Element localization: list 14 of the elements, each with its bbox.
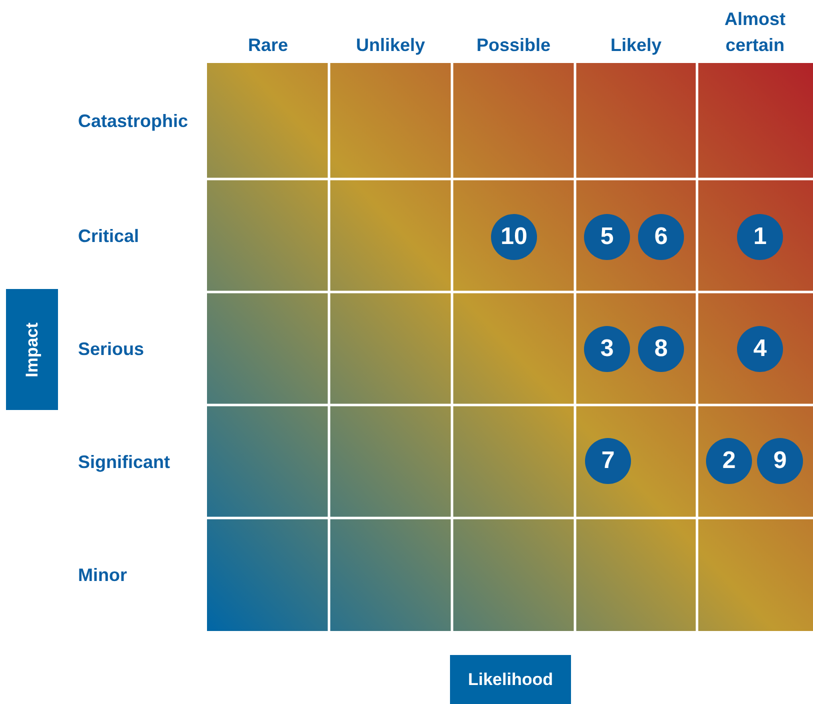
row-header: Catastrophic [78,110,188,133]
axis-title: Impact [22,322,42,377]
column-header: Almost certain [723,8,786,57]
row-header: Serious [78,338,144,360]
axis-title-box [6,289,58,410]
column-header: Likely [609,34,663,57]
row-header: Critical [78,224,140,248]
row-header: Significant [78,450,170,474]
column-header: Rare [246,34,290,57]
axis-title: Likelihood [468,670,553,690]
column-header: Unlikely [354,34,426,57]
axis-title-box [450,655,571,704]
column-header: Possible [475,34,552,57]
row-header: Minor [78,564,127,586]
